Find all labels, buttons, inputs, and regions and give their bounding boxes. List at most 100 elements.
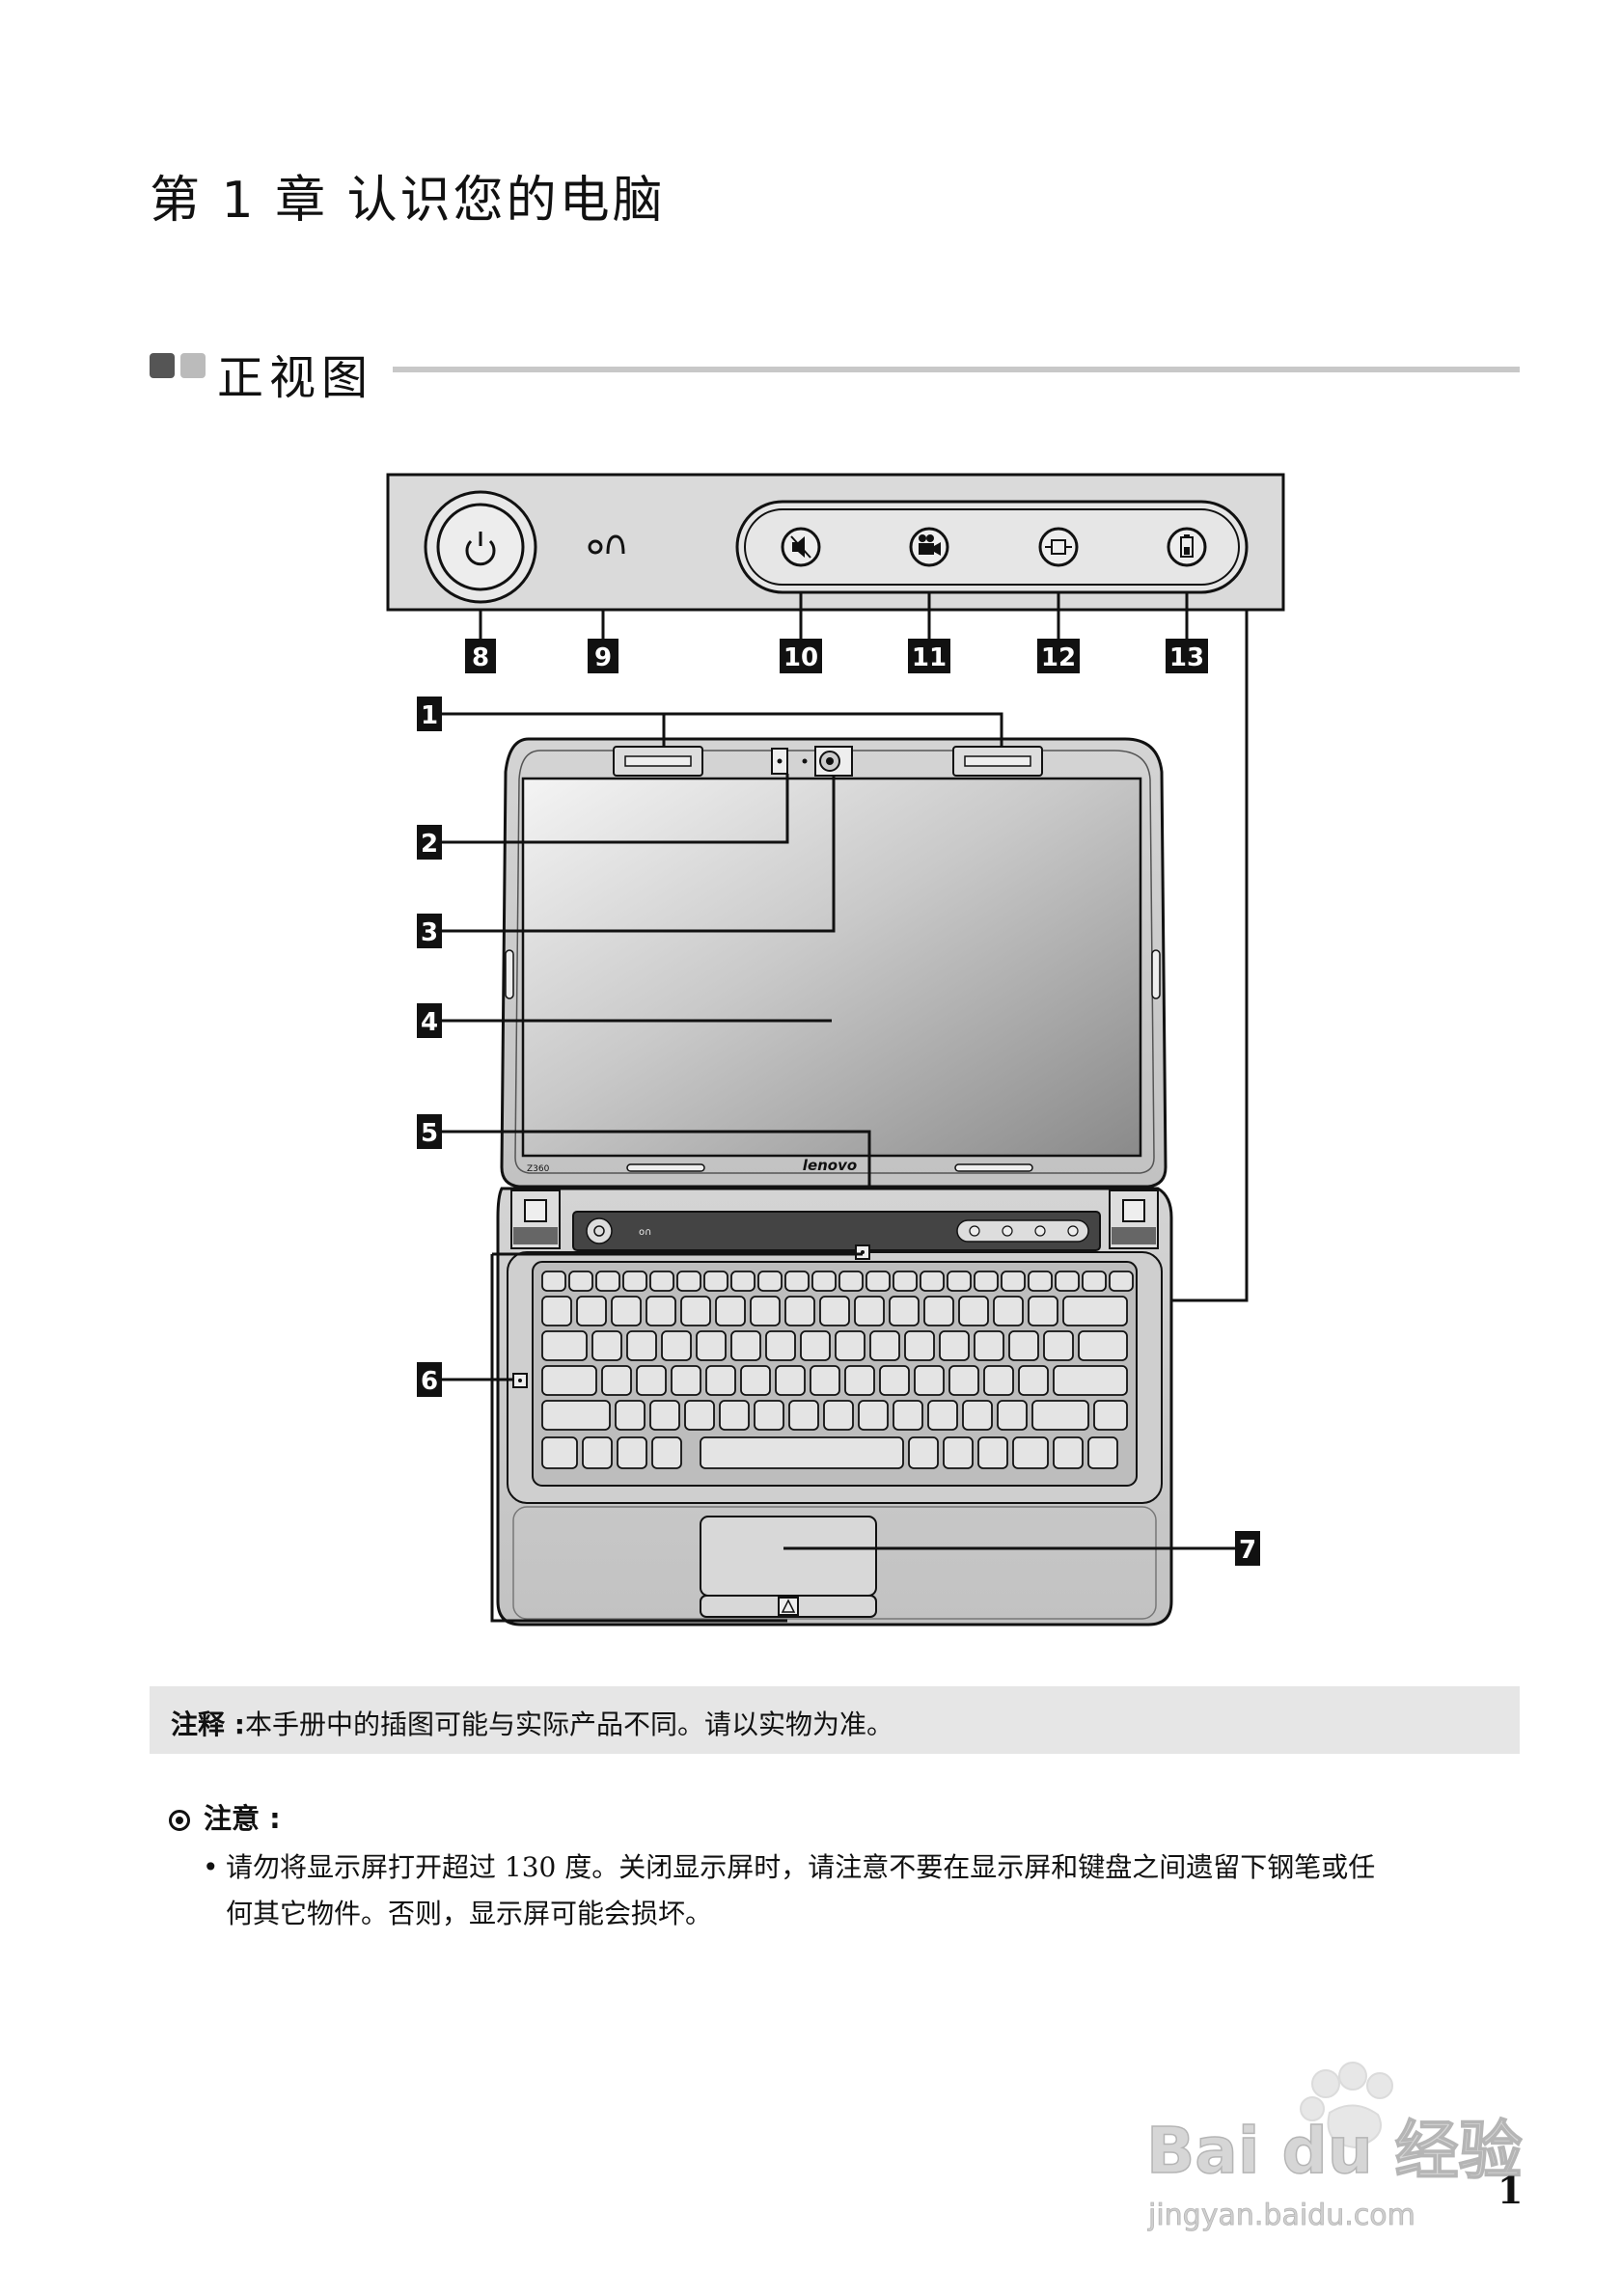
watermark-url: jingyan.baidu.com xyxy=(1147,2199,1415,2232)
section-rule xyxy=(393,367,1520,372)
keyboard-key xyxy=(741,1366,770,1395)
keyboard-key xyxy=(975,1331,1003,1360)
touchpad xyxy=(701,1517,876,1596)
keyboard-key xyxy=(1029,1271,1052,1291)
keyboard-key xyxy=(701,1437,903,1468)
svg-text:6: 6 xyxy=(421,1367,438,1396)
svg-text:7: 7 xyxy=(1239,1536,1256,1565)
keyboard-key xyxy=(697,1331,726,1360)
keyboard-key xyxy=(627,1331,656,1360)
keyboard-key xyxy=(542,1271,565,1291)
svg-text:3: 3 xyxy=(421,918,438,947)
callout-9: 9 xyxy=(588,639,618,673)
display-screen xyxy=(523,779,1140,1156)
caution-heading: 注意 : xyxy=(169,1796,281,1837)
power-button[interactable] xyxy=(426,492,536,602)
keyboard-key xyxy=(1088,1437,1117,1468)
section-heading: 正视图 xyxy=(150,340,1520,397)
keyboard-key xyxy=(963,1401,992,1430)
callout-3: 3 xyxy=(417,914,442,948)
keyboard-key xyxy=(542,1401,610,1430)
mute-button[interactable] xyxy=(783,529,819,565)
keyboard-key xyxy=(776,1366,805,1395)
keyboard-key xyxy=(1079,1331,1127,1360)
svg-text:o∩: o∩ xyxy=(639,1227,651,1238)
callout-7: 7 xyxy=(1235,1531,1260,1566)
microphone-icon xyxy=(803,759,808,764)
svg-text:4: 4 xyxy=(421,1008,438,1037)
keyboard-key xyxy=(1094,1401,1127,1430)
keyboard-key xyxy=(928,1401,957,1430)
keyboard-key xyxy=(1009,1331,1038,1360)
keyboard-key xyxy=(569,1271,592,1291)
keyboard-key xyxy=(949,1366,978,1395)
keyboard-key xyxy=(948,1271,971,1291)
keyboard-key xyxy=(924,1297,953,1326)
keyboard-key xyxy=(785,1271,809,1291)
keyboard-key xyxy=(1063,1297,1127,1326)
keyboard-key xyxy=(1054,1437,1083,1468)
keyboard-key xyxy=(893,1401,922,1430)
keyboard-key xyxy=(984,1366,1013,1395)
keyboard-key xyxy=(890,1297,919,1326)
keyboard-key xyxy=(785,1297,814,1326)
keyboard-key xyxy=(870,1331,899,1360)
keyboard-key xyxy=(959,1297,988,1326)
keyboard-key xyxy=(859,1401,888,1430)
keyboard-key xyxy=(577,1297,606,1326)
svg-text:12: 12 xyxy=(1041,643,1076,672)
chapter-title: 第 1 章 认识您的电脑 xyxy=(150,159,666,232)
camera-button[interactable] xyxy=(911,529,948,565)
keyboard-key xyxy=(542,1297,571,1326)
lenovo-logo: lenovo xyxy=(803,1157,857,1174)
callout-4: 4 xyxy=(417,1003,442,1038)
note-text: 注释 :本手册中的插图可能与实际产品不同。请以实物为准。 xyxy=(171,1704,893,1742)
callout-8: 8 xyxy=(465,639,496,673)
keyboard-key xyxy=(866,1271,890,1291)
keyboard-key xyxy=(1083,1271,1106,1291)
keyboard-key xyxy=(602,1366,631,1395)
keyboard-key xyxy=(880,1366,909,1395)
keyboard-key xyxy=(1013,1437,1048,1468)
note-box: 注释 :本手册中的插图可能与实际产品不同。请以实物为准。 xyxy=(150,1686,1520,1754)
keyboard-key xyxy=(839,1271,863,1291)
keyboard-key xyxy=(681,1297,710,1326)
keyboard-key xyxy=(940,1331,969,1360)
keyboard-key xyxy=(824,1401,853,1430)
keyboard-key xyxy=(789,1401,818,1430)
keyboard-key xyxy=(766,1331,795,1360)
section-title: 正视图 xyxy=(217,340,373,407)
svg-text:8: 8 xyxy=(472,643,489,672)
keyboard-key xyxy=(685,1401,714,1430)
keyboard-key xyxy=(731,1331,760,1360)
control-panel-inset xyxy=(388,475,1283,639)
keyboard-key xyxy=(1002,1271,1025,1291)
battery-button[interactable] xyxy=(1168,529,1205,565)
caution-label: 注意 : xyxy=(204,1802,281,1835)
keyboard-key xyxy=(758,1271,782,1291)
keyboard-key xyxy=(618,1437,646,1468)
svg-text:10: 10 xyxy=(783,643,818,672)
keyboard-key xyxy=(716,1297,745,1326)
keyboard-key xyxy=(616,1401,645,1430)
keyboard-key xyxy=(677,1271,701,1291)
callout-11: 11 xyxy=(908,639,950,673)
keyboard-key xyxy=(652,1437,681,1468)
keyboard-key xyxy=(637,1366,666,1395)
keyboard-key xyxy=(596,1271,619,1291)
keyboard-key xyxy=(646,1297,675,1326)
baidu-watermark: Bai du 经验 jingyan.baidu.com xyxy=(1137,2055,1523,2248)
callout-13: 13 xyxy=(1166,639,1208,673)
page-number: 1 xyxy=(1497,2169,1523,2212)
caution-icon xyxy=(169,1810,190,1831)
keyboard-key xyxy=(1029,1297,1058,1326)
keyboard-key xyxy=(650,1401,679,1430)
keyboard-key xyxy=(915,1366,944,1395)
watermark-logo: Bai du 经验 xyxy=(1146,2114,1523,2188)
display-switch-button[interactable] xyxy=(1040,529,1077,565)
keyboard-key xyxy=(1032,1401,1088,1430)
callout-6: 6 xyxy=(417,1362,442,1397)
note-label: 注释 : xyxy=(171,1708,245,1740)
keyboard-key xyxy=(812,1271,836,1291)
svg-text:5: 5 xyxy=(421,1119,438,1148)
